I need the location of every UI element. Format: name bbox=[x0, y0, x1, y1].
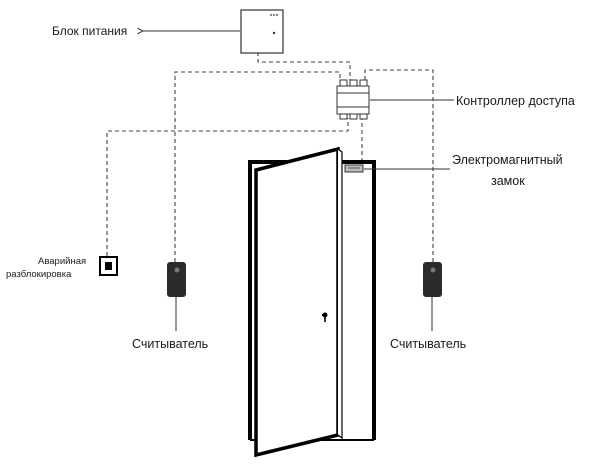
power-supply-box-icon bbox=[240, 9, 284, 54]
electromagnetic-lock-icon bbox=[344, 164, 364, 173]
wire-left-reader-to-controller bbox=[174, 71, 341, 262]
reader-right-label: Считыватель bbox=[390, 337, 466, 351]
power-supply-label: Блок питания bbox=[52, 24, 127, 38]
open-door-icon bbox=[248, 146, 376, 458]
reader-left-label: Считыватель bbox=[132, 337, 208, 351]
emergency-release-label-line1: Аварийная bbox=[38, 256, 86, 267]
door-handle-icon bbox=[322, 312, 328, 322]
card-reader-left-icon bbox=[167, 262, 186, 297]
em-lock-label-line2: замок bbox=[491, 174, 525, 188]
wire-power-to-controller bbox=[257, 52, 351, 82]
din-rail-controller-icon bbox=[336, 79, 370, 120]
em-lock-label-line1: Электромагнитный bbox=[452, 153, 563, 167]
wire-emergency-to-controller bbox=[106, 118, 349, 256]
emergency-release-button-icon bbox=[99, 256, 118, 276]
wire-right-reader-to-controller bbox=[364, 69, 434, 262]
wiring bbox=[106, 52, 434, 262]
access-controller-label: Контроллер доступа bbox=[456, 94, 575, 108]
card-reader-right-icon bbox=[423, 262, 442, 297]
emergency-release-label-line2: разблокировка bbox=[6, 269, 72, 280]
